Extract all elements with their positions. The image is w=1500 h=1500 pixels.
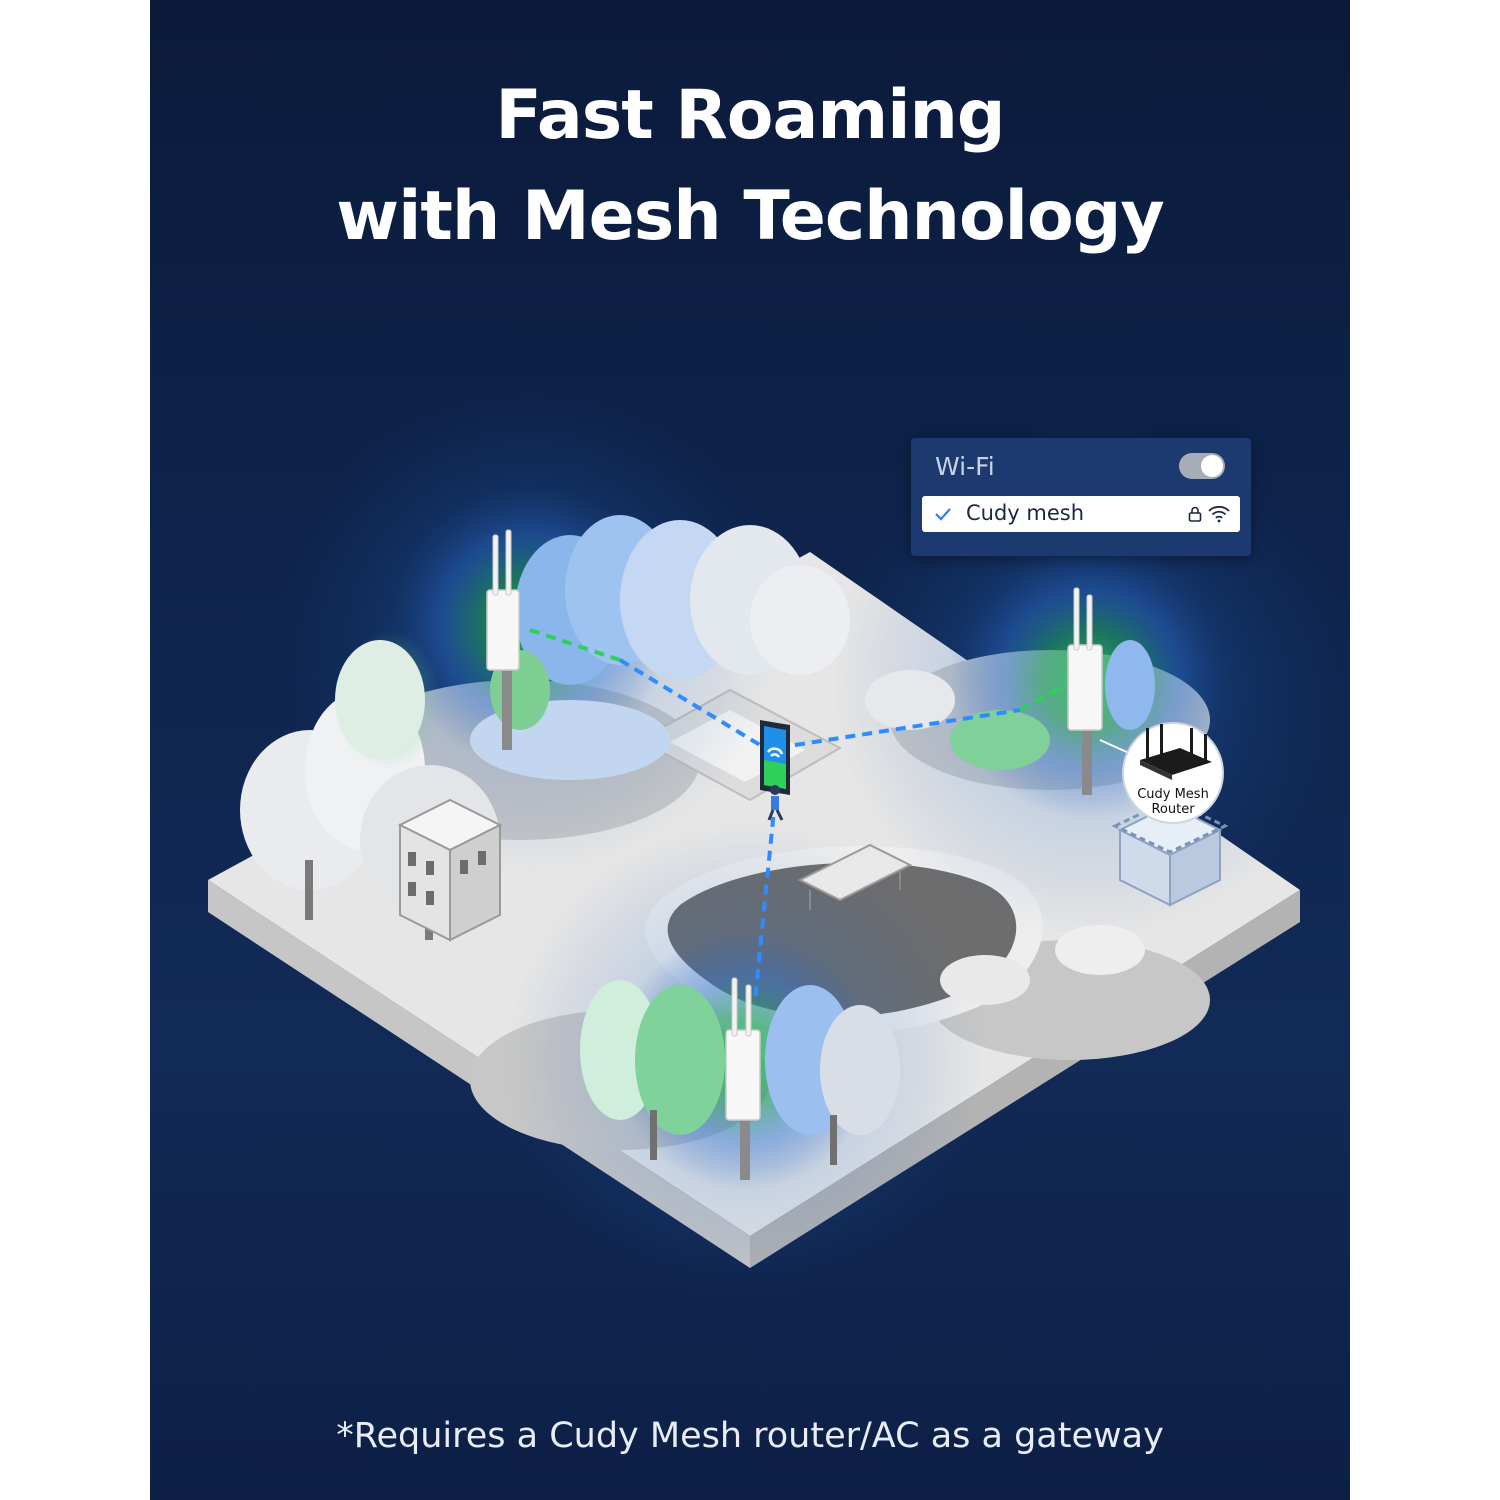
router-label-line-2: Router: [1151, 802, 1195, 817]
wifi-signal-icon: [1208, 505, 1230, 523]
tablet-device: [760, 720, 790, 795]
background-panel: Fast Roaming with Mesh Technology Wi-Fi …: [150, 0, 1350, 1500]
network-row-cudy-mesh[interactable]: Cudy mesh: [922, 496, 1240, 532]
access-point-1: [486, 529, 520, 750]
headline-line-2: with Mesh Technology: [336, 177, 1164, 256]
wifi-settings-card: Wi-Fi Cudy mesh: [911, 438, 1251, 556]
building-left: [397, 798, 503, 942]
trees-bottom: [580, 980, 900, 1165]
trees-top: [470, 515, 850, 780]
router-bubble: [1122, 722, 1224, 824]
footnote: *Requires a Cudy Mesh router/AC as a gat…: [336, 1416, 1164, 1456]
park-mesh-illustration: [208, 375, 1350, 1300]
check-icon: [935, 508, 951, 521]
pavilion: [797, 843, 913, 910]
router-label-line-1: Cudy Mesh: [1137, 787, 1209, 802]
mesh-links: [529, 628, 1061, 1001]
person-walking: [767, 785, 784, 821]
wifi-label: Wi-Fi: [935, 452, 995, 481]
wifi-toggle-knob: [1201, 455, 1223, 477]
access-point-2: [1067, 587, 1141, 795]
headline-line-1: Fast Roaming: [495, 76, 1005, 155]
access-point-3: [725, 977, 761, 1180]
bushes-right: [865, 640, 1155, 1005]
network-name: Cudy mesh: [966, 501, 1085, 525]
wifi-toggle[interactable]: [1179, 453, 1225, 479]
lock-icon: [1188, 506, 1202, 522]
